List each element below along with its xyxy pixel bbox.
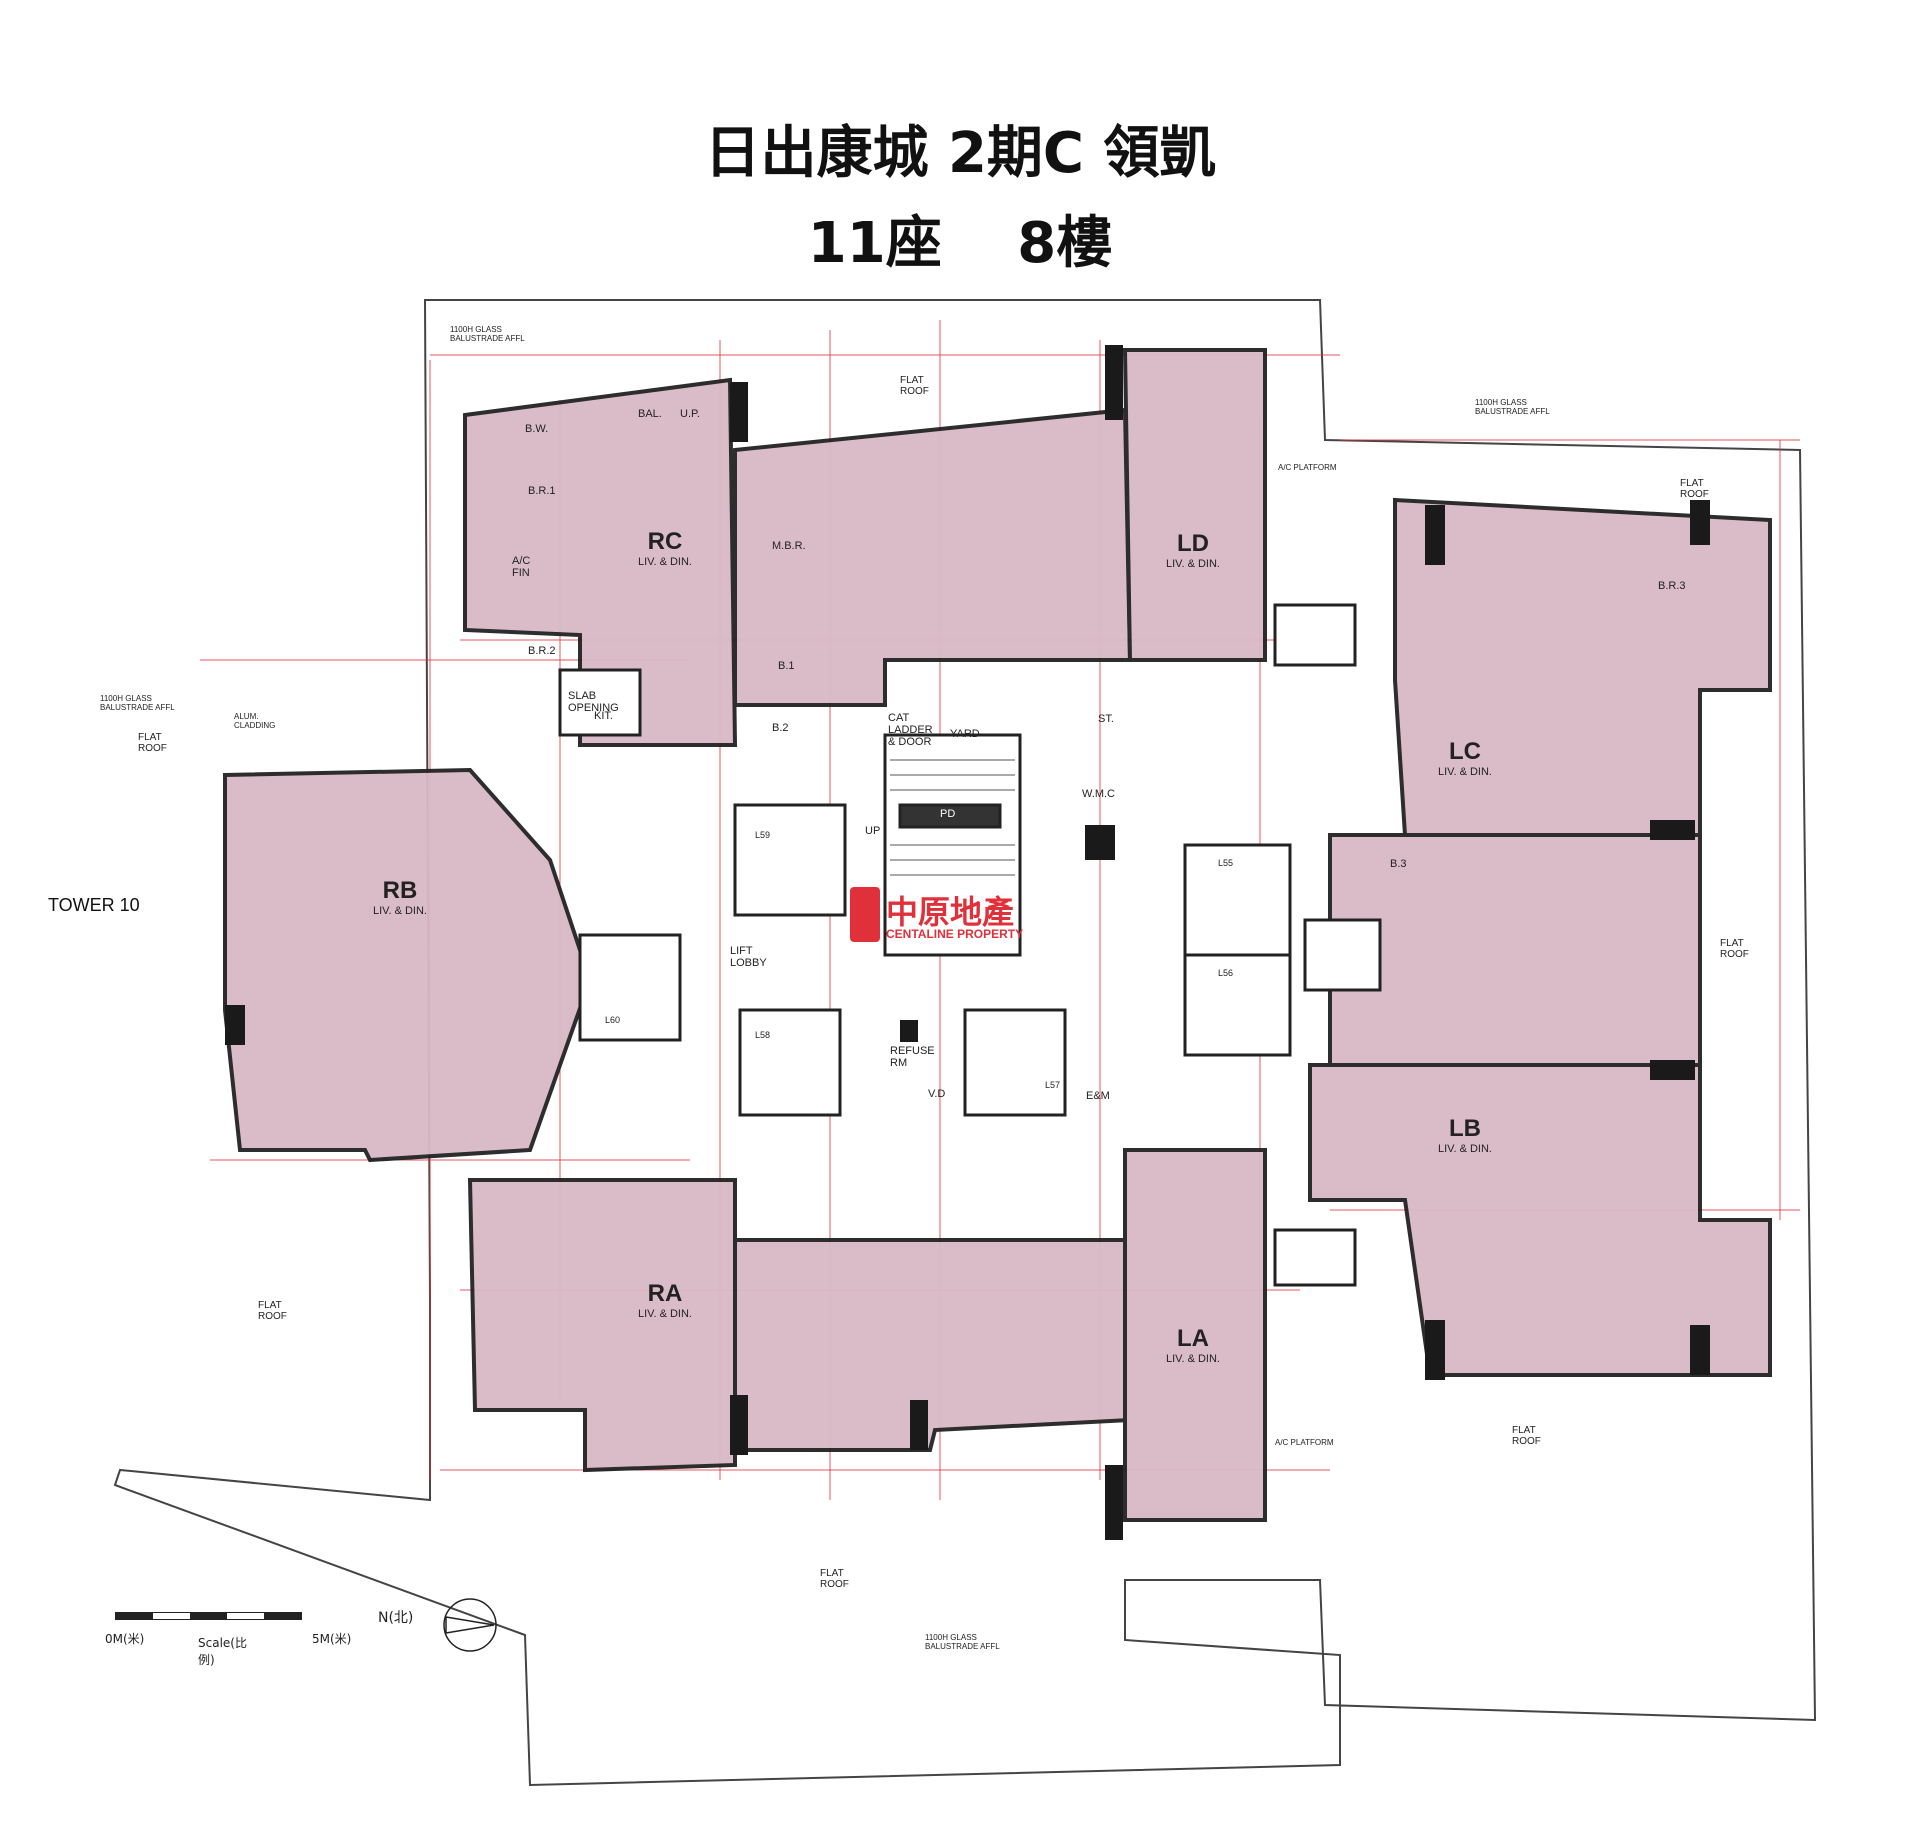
unit-label-ra: RA LIV. & DIN. [637,1280,692,1320]
tower-label: TOWER 10 [48,895,140,915]
scale-bar [115,1612,302,1620]
room-st: ST. [1098,713,1114,725]
room-bw: B.W. [525,423,549,435]
balustrade-left: 1100H GLASS BALUSTRADE AFFL [100,694,175,712]
unit-lc-area [1393,497,1772,837]
slab-opening-4 [1273,1228,1357,1287]
ac-platform-top: A/C PLATFORM [1278,463,1337,472]
unit-label-lb: LB LIV. & DIN. [1437,1115,1492,1155]
flat-roof-lower-right: FLAT ROOF [1512,1425,1541,1447]
unit-ra-area [467,1178,737,1473]
room-wmc: W.M.C [1082,788,1115,800]
ac-platform-bottom: A/C PLATFORM [1275,1438,1334,1447]
room-kit: KIT. [594,710,613,722]
lift-label-l55: L55 [1218,858,1234,868]
centaline-en: CENTALINE PROPERTY [886,927,1024,941]
room-cat: CAT LADDER & DOOR [888,712,933,748]
unit-label-ld: LD LIV. & DIN. [1165,530,1220,570]
centaline-seal-icon [850,887,880,942]
centaline-cn: 中原地產 [886,893,1015,931]
unit-lb-area [1308,1063,1772,1377]
centaline-logo: 中原地產 CENTALINE PROPERTY [850,887,1070,947]
roof-outline [113,299,1817,1787]
unit-ld-area [1122,348,1267,662]
balustrade-top-right: 1100H GLASS BALUSTRADE AFFL [1475,398,1550,416]
plan-subtitle: 11座 8樓 [807,211,1113,276]
lift-l57 [963,1008,1067,1117]
room-br1: B.R.1 [528,485,556,497]
room-em: E&M [1086,1090,1110,1102]
plan-title: 日出康城 2期C 領凱 [704,121,1216,186]
lift-label-l58: L58 [755,1030,771,1040]
lift-l60 [578,933,682,1042]
compass-icon [443,1598,497,1652]
north-label: N(北) [378,1610,414,1626]
slab-opening-2 [1273,603,1357,667]
flat-roof-top: FLAT ROOF [900,375,929,397]
balustrade-top-left: 1100H GLASS BALUSTRADE AFFL [450,325,525,343]
room-vd: V.D [928,1088,946,1100]
room-br3: B.R.3 [1658,580,1686,592]
room-b1: B.1 [778,660,795,672]
unit-label-rb: RB LIV. & DIN. [372,877,427,917]
lift-l55 [1183,843,1292,957]
alum-cladding: ALUM. CLADDING [234,712,276,730]
room-acfin: A/C FIN [512,555,531,579]
lift-label-l60: L60 [605,1015,621,1025]
slab-opening-3 [1303,918,1382,992]
room-pd: PD [940,808,956,820]
unit-blocks [223,348,1772,1522]
unit-lower-middle-area [733,1238,1133,1452]
scale-left: 0M(米) [105,1632,145,1646]
slab-opening-1 [558,668,642,737]
pd-shaft [898,803,1002,829]
scale-right: 5M(米) [312,1632,352,1646]
balustrade-bottom: 1100H GLASS BALUSTRADE AFFL [925,1633,1000,1651]
scale-middle: Scale(比例) [198,1636,247,1667]
unit-lc-lb-bedrooms [1328,833,1702,1072]
lift-l58 [738,1008,842,1117]
stair-treads [890,759,1015,876]
unit-label-rc: RC LIV. & DIN. [637,528,692,568]
room-yard: YARD [950,728,980,740]
lift-l59 [733,803,847,917]
flat-roof-lower-left: FLAT ROOF [258,1300,287,1322]
flat-roof-right: FLAT ROOF [1720,938,1749,960]
unit-label-la: LA LIV. & DIN. [1165,1325,1220,1365]
room-br2: B.R.2 [528,645,556,657]
room-mbr: M.B.R. [772,540,806,552]
lift-l56 [1183,953,1292,1057]
flat-roof-left: FLAT ROOF [138,732,167,754]
room-slab: SLAB OPENING [568,690,619,714]
flat-roof-bottom: FLAT ROOF [820,1568,849,1590]
room-b3: B.3 [1390,858,1407,870]
room-up: U.P. [680,408,700,420]
room-b2: B.2 [772,722,789,734]
flat-roof-top-right: FLAT ROOF [1680,478,1709,500]
room-refuse: REFUSE RM [890,1045,935,1069]
unit-la-area [1123,1148,1267,1522]
lift-label-l56: L56 [1218,968,1234,978]
unit-rc-area [463,377,738,747]
lift-label-l57: L57 [1045,1080,1061,1090]
room-liftlobby: LIFT LOBBY [730,945,767,969]
room-up-arrow: UP [865,825,881,837]
room-bal: BAL. [638,408,662,420]
lift-label-l59: L59 [755,830,771,840]
unit-label-lc: LC LIV. & DIN. [1437,738,1492,778]
unit-rb-area [223,767,593,1163]
columns [225,345,1710,1540]
